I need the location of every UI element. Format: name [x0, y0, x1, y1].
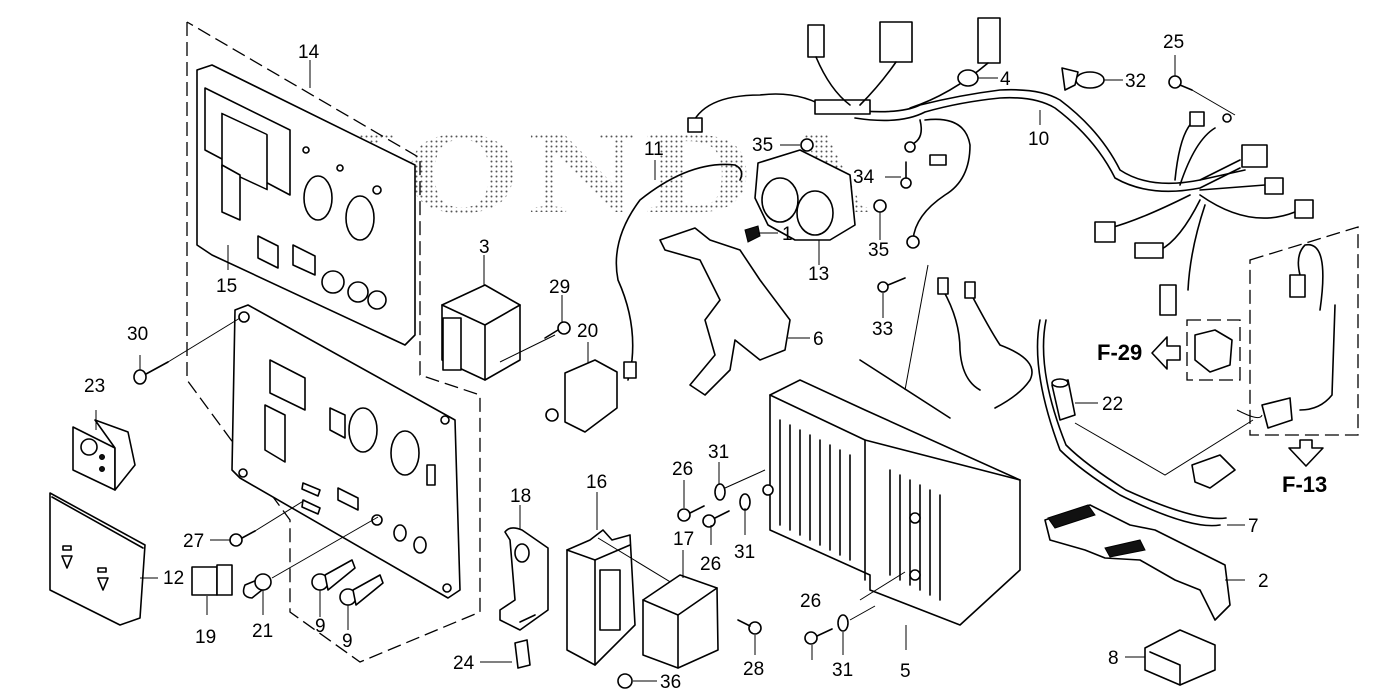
callout-16: 16 — [586, 472, 607, 493]
ref-f29-label[interactable]: F-29 — [1097, 340, 1142, 365]
callout-33: 33 — [872, 319, 893, 340]
callout-26a: 26 — [672, 459, 693, 480]
callout-28: 28 — [743, 659, 764, 680]
fuse-holders-9 — [311, 559, 384, 606]
clamp-32 — [1061, 67, 1105, 91]
f13-arrow — [1288, 439, 1324, 467]
callout-26b: 26 — [700, 554, 721, 575]
callout-5: 5 — [900, 661, 911, 682]
callout-8: 8 — [1108, 648, 1119, 669]
lamp-21 — [242, 516, 379, 599]
clip-24 — [514, 639, 531, 669]
switch-19 — [191, 564, 233, 596]
switch-assembly-13 — [754, 149, 856, 241]
control-panel-plate — [231, 304, 461, 599]
nut-35-lower — [873, 199, 887, 213]
callout-35b: 35 — [868, 240, 889, 261]
clip-4 — [957, 69, 979, 87]
inverter-unit-5 — [762, 359, 1021, 626]
callout-14: 14 — [298, 42, 320, 63]
outlet-12 — [49, 492, 146, 626]
f29-arrow — [1151, 336, 1181, 370]
inset-f29-group — [1186, 319, 1241, 381]
bracket-6 — [659, 227, 791, 396]
bolt-26-lower — [804, 628, 833, 645]
callout-36: 36 — [660, 672, 681, 693]
callout-12: 12 — [163, 568, 184, 589]
callout-34: 34 — [853, 167, 875, 188]
callout-2: 2 — [1258, 571, 1269, 592]
washer-31-upper — [714, 483, 726, 501]
callout-30: 30 — [127, 324, 148, 345]
bolt-34 — [900, 161, 912, 189]
callout-32: 32 — [1125, 71, 1146, 92]
nut-36 — [617, 673, 633, 689]
callout-20: 20 — [577, 321, 598, 342]
screw-33 — [877, 277, 906, 293]
callout-13: 13 — [808, 264, 829, 285]
bolt-28 — [737, 619, 762, 635]
callout-27: 27 — [183, 531, 204, 552]
ground-wires — [904, 264, 1033, 409]
callout-31c: 31 — [832, 660, 853, 681]
callout-21: 21 — [252, 621, 273, 642]
screw-27 — [229, 499, 306, 547]
callout-19: 19 — [195, 627, 216, 648]
cover-17 — [642, 574, 719, 669]
callout-3: 3 — [479, 237, 490, 258]
cover-2 — [1044, 504, 1231, 621]
callout-15: 15 — [216, 276, 237, 297]
harness-7 — [1036, 319, 1236, 527]
callout-26c: 26 — [800, 591, 821, 612]
bracket-18 — [499, 527, 549, 631]
receptacle-block-3 — [441, 284, 556, 381]
callout-31a: 31 — [708, 442, 729, 463]
callout-4: 4 — [1000, 69, 1011, 90]
inset-f13-group — [1236, 226, 1359, 436]
callout-9b: 9 — [342, 631, 353, 652]
circuit-breaker-20 — [545, 359, 618, 433]
leader-lines — [95, 55, 1245, 682]
spring-1 — [744, 225, 761, 243]
wire-11 — [615, 163, 743, 381]
callout-18: 18 — [510, 486, 531, 507]
screw-29 — [544, 321, 571, 339]
callout-11: 11 — [644, 139, 664, 160]
washer-31-lower — [837, 614, 849, 632]
callout-22: 22 — [1102, 394, 1123, 415]
cap-22 — [1051, 378, 1254, 476]
callout-7: 7 — [1248, 516, 1259, 537]
nut-35-upper — [800, 138, 814, 152]
cover-8 — [1144, 629, 1216, 686]
wire-harness-10 — [687, 17, 1314, 316]
ref-f13-label[interactable]: F-13 — [1282, 472, 1327, 497]
receptacle-23 — [72, 419, 136, 491]
callout-29: 29 — [549, 277, 570, 298]
washer-31-middle — [739, 493, 751, 511]
callout-24: 24 — [453, 653, 475, 674]
callout-1: 1 — [782, 224, 793, 245]
callout-10: 10 — [1028, 129, 1049, 150]
front-panel-label — [196, 64, 416, 346]
callout-35a: 35 — [752, 135, 773, 156]
bolt-26-upper — [677, 505, 705, 522]
callout-25: 25 — [1163, 32, 1184, 53]
bolt-25 — [1168, 75, 1236, 116]
callout-6: 6 — [813, 329, 824, 350]
callout-9a: 9 — [315, 616, 326, 637]
callout-23: 23 — [84, 376, 105, 397]
callout-31b: 31 — [734, 542, 755, 563]
bolt-26-middle — [702, 510, 730, 528]
callout-17: 17 — [673, 529, 694, 550]
